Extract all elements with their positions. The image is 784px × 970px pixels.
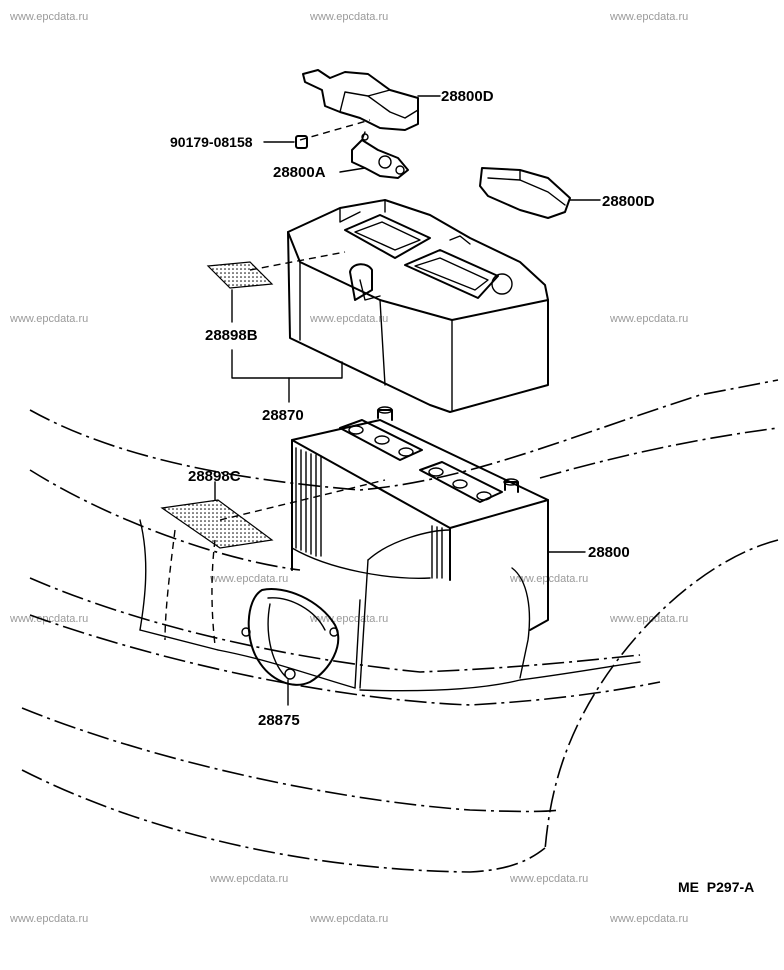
caution-label-b[interactable] <box>206 261 274 289</box>
watermark-text: www.epcdata.ru <box>509 873 588 885</box>
watermark-text: www.epcdata.ru <box>609 11 688 23</box>
watermark-text: www.epcdata.ru <box>9 11 88 23</box>
battery-clamp[interactable] <box>351 131 409 179</box>
part-label-28875[interactable]: 28875 <box>258 712 300 729</box>
part-label-28800[interactable]: 28800 <box>588 544 630 561</box>
part-label-28898C[interactable]: 28898C <box>188 468 241 485</box>
watermark-text: www.epcdata.ru <box>309 313 388 325</box>
diagram-code: ME P297-A <box>678 879 754 895</box>
part-label-28800D-side[interactable]: 28800D <box>602 193 655 210</box>
caution-label-c[interactable] <box>160 499 274 549</box>
guide-line <box>219 479 386 521</box>
watermark-text: www.epcdata.ru <box>209 873 288 885</box>
part-label-28870[interactable]: 28870 <box>262 407 304 424</box>
watermarks: www.epcdata.ru www.epcdata.ru www.epcdat… <box>9 11 688 925</box>
terminal-cover-side[interactable] <box>479 167 571 219</box>
watermark-text: www.epcdata.ru <box>609 313 688 325</box>
part-label-28898B[interactable]: 28898B <box>205 327 258 344</box>
guide-line <box>299 119 371 141</box>
battery-insulator[interactable] <box>241 567 531 686</box>
battery[interactable] <box>291 406 549 689</box>
leader-bracket <box>231 349 343 379</box>
part-label-28800D-top[interactable]: 28800D <box>441 88 494 105</box>
watermark-text: www.epcdata.ru <box>309 913 388 925</box>
watermark-text: www.epcdata.ru <box>9 913 88 925</box>
watermark-text: www.epcdata.ru <box>609 913 688 925</box>
vehicle-body-outline <box>21 379 779 873</box>
terminal-cover-upper[interactable] <box>302 69 419 131</box>
part-label-bolt[interactable]: 90179-08158 <box>170 134 253 150</box>
watermark-text: www.epcdata.ru <box>309 11 388 23</box>
watermark-text: www.epcdata.ru <box>209 573 288 585</box>
leader-line <box>339 167 366 173</box>
guide-line <box>249 251 346 271</box>
watermark-text: www.epcdata.ru <box>609 613 688 625</box>
watermark-text: www.epcdata.ru <box>9 313 88 325</box>
watermark-text: www.epcdata.ru <box>9 613 88 625</box>
part-label-28800A[interactable]: 28800A <box>273 164 326 181</box>
bolt[interactable] <box>295 135 308 149</box>
battery-tray[interactable] <box>287 199 549 413</box>
